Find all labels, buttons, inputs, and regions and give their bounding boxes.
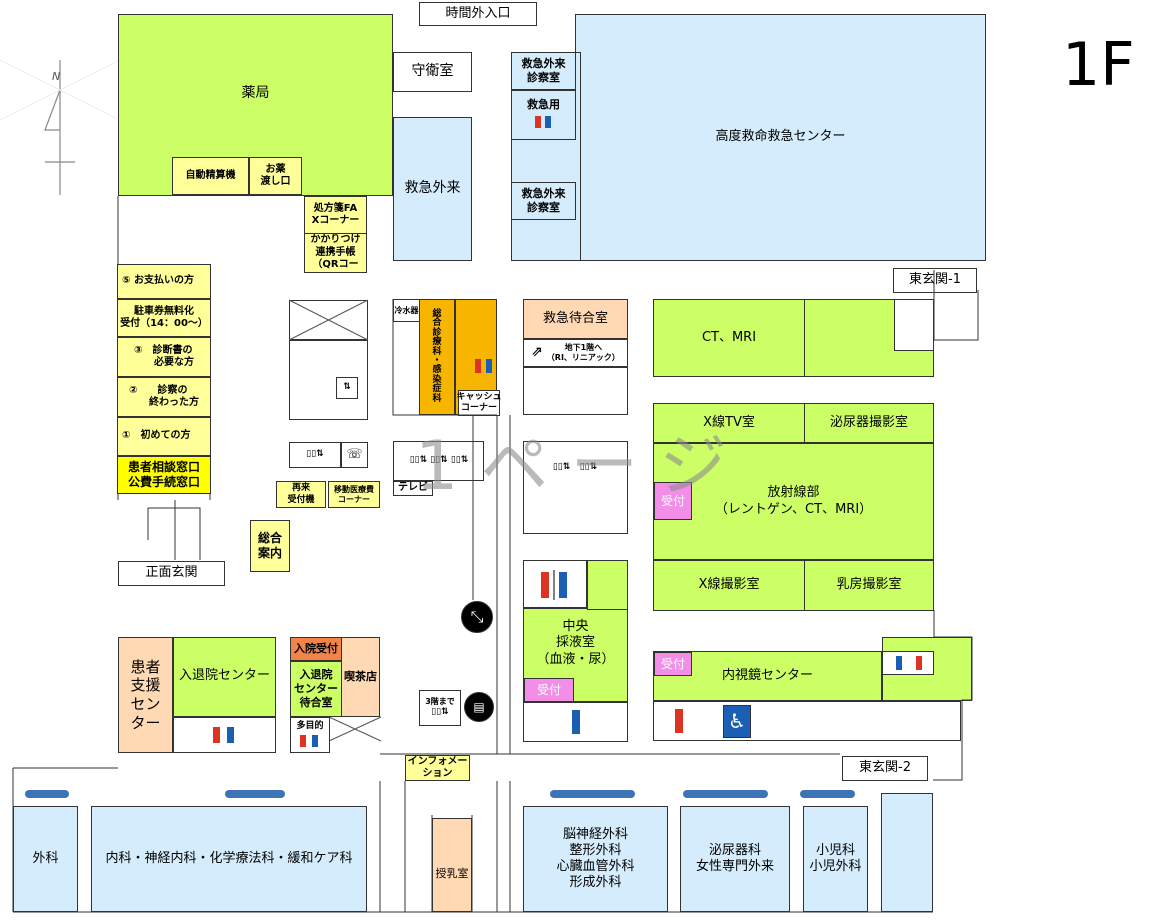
er-restroom[interactable]: 救急用	[511, 90, 576, 140]
after-hours-entrance[interactable]: 時間外入口	[419, 2, 537, 26]
counter-certificate[interactable]: ③ 診断書の 必要な方	[117, 337, 211, 377]
multipurpose-restroom[interactable]: 多目的	[290, 717, 330, 753]
restroom-icon	[571, 710, 580, 734]
cash-corner[interactable]: キャッシュ コーナー	[457, 390, 502, 416]
emergency-waiting[interactable]: 救急待合室	[523, 299, 628, 339]
general-info[interactable]: 総合 案内	[250, 520, 290, 572]
nursing-room[interactable]: 授乳室	[432, 818, 472, 912]
main-entrance[interactable]: 正面玄関	[118, 561, 225, 586]
restroom-icon	[675, 709, 683, 733]
urology-imaging[interactable]: 泌尿器撮影室	[804, 403, 934, 443]
restroom-female-block	[653, 701, 961, 741]
guard-room[interactable]: 守衛室	[393, 52, 472, 92]
waiting-bench	[683, 790, 768, 798]
admission-reception[interactable]: 入院受付	[290, 637, 342, 661]
elevator-to-3f[interactable]: 3階まで ▯▯⇅	[419, 690, 461, 726]
waiting-bench	[550, 790, 635, 798]
elevator-shaft-left	[289, 300, 368, 340]
compass-n-label: N	[52, 70, 61, 83]
er-restroom-label: 救急用	[527, 98, 560, 112]
elevator-bank-left[interactable]: ▯▯⇅	[289, 442, 341, 468]
admission-center[interactable]: 入退院センター	[173, 637, 276, 717]
elevator-block-right	[523, 441, 628, 534]
radiology-department[interactable]: 放射線部 （レントゲン、CT、MRI）	[653, 443, 934, 560]
waiting-bench	[225, 790, 285, 798]
cafe[interactable]: 喫茶店	[341, 637, 380, 717]
er-exam-room-2[interactable]: 救急外来 診察室	[511, 182, 576, 220]
urology-dept[interactable]: 泌尿器科 女性専門外来	[680, 806, 790, 912]
elevator-icon[interactable]: ▤	[464, 692, 494, 722]
xray-room[interactable]: X線撮影室	[653, 560, 805, 611]
information-desk[interactable]: インフォメーション	[405, 755, 470, 781]
blood-side	[587, 560, 628, 610]
infection-outpatient[interactable]: 総 合 診 療 科 ・ 感 染 症 科	[419, 299, 455, 415]
medicine-pickup[interactable]: お薬 渡し口	[249, 157, 302, 195]
waiting-bench	[25, 790, 69, 798]
emergency-outpatient[interactable]: 救急外来	[393, 117, 472, 261]
blood-reception[interactable]: 受付	[524, 678, 574, 702]
cashless-corner[interactable]: 移動医療費 コーナー	[328, 481, 380, 508]
counter-finished[interactable]: ② 診察の 終わった方	[117, 377, 211, 417]
east-entrance-1[interactable]: 東玄関-1	[893, 268, 977, 293]
endoscopy-reception[interactable]: 受付	[654, 652, 692, 676]
floor-label: 1F	[1062, 30, 1135, 100]
basement-stairs-label: 地下1階へ （RI、リニアック）	[546, 343, 620, 362]
counter-parking[interactable]: 駐車券無料化 受付（14：00〜）	[117, 299, 211, 337]
restroom-icon	[896, 656, 922, 670]
advanced-er-center[interactable]: 高度救命救急センター	[575, 14, 986, 261]
neurosurgery-dept[interactable]: 脳神経外科 整形外科 心臓血管外科 形成外科	[523, 806, 668, 912]
compass-icon	[0, 60, 120, 195]
tv-corner[interactable]: テレビ	[393, 481, 433, 496]
patient-support-center[interactable]: 患者 支援 セン ター	[118, 637, 173, 753]
elevator-icon[interactable]: ⇅	[336, 377, 358, 399]
wheelchair-icon: ♿	[723, 705, 751, 738]
xray-tv-room[interactable]: X線TV室	[653, 403, 805, 443]
elevator-icon[interactable]: ▯▯⇅ ▯▯⇅ ▯▯⇅	[400, 450, 478, 472]
stairs-icon: ⇗	[531, 344, 543, 361]
restroom-endoscopy	[882, 651, 934, 675]
mammography-room[interactable]: 乳房撮影室	[804, 560, 934, 611]
waiting-bench	[800, 790, 855, 798]
surgery-dept[interactable]: 外科	[13, 806, 78, 912]
counter-payment[interactable]: ⑤ お支払いの方	[117, 264, 211, 299]
admission-waiting[interactable]: 入退院 センター 待合室	[290, 661, 342, 717]
east-entrance-2[interactable]: 東玄関-2	[842, 756, 928, 781]
elevator-icon[interactable]: ▯▯⇅ ▯▯⇅	[530, 456, 620, 480]
kakaritsuke-corner[interactable]: かかりつけ 連携手帳 （QRコー	[304, 233, 367, 273]
telephone-icon[interactable]: ☏	[341, 442, 368, 468]
elevator-icon: ▯▯⇅	[431, 707, 449, 718]
pediatrics-dept[interactable]: 小児科 小児外科	[803, 806, 868, 912]
multipurpose-label: 多目的	[296, 721, 324, 732]
ct-mri[interactable]: CT、MRI	[653, 299, 805, 377]
consult-window[interactable]: 患者相談窓口 公費手続窓口	[117, 456, 211, 494]
restroom-icon	[300, 734, 318, 747]
revisit-reception[interactable]: 再来 受付機	[276, 481, 326, 508]
basement-stairs[interactable]: ⇗ 地下1階へ （RI、リニアック）	[523, 339, 628, 367]
ct-side-room	[894, 299, 934, 351]
restroom-male	[523, 702, 628, 742]
escalator-icon[interactable]: ⤡	[461, 601, 493, 633]
restroom-icon	[541, 570, 567, 600]
radiology-reception[interactable]: 受付	[654, 482, 692, 520]
auto-payment-machine[interactable]: 自動精算機	[172, 157, 249, 195]
restroom-admission	[173, 717, 276, 753]
east-side-room	[881, 793, 933, 912]
restroom-icon	[534, 115, 551, 128]
hall-block-center	[523, 367, 628, 415]
restroom-icon	[212, 727, 234, 743]
internal-medicine-dept[interactable]: 内科・神経内科・化学療法科・緩和ケア科	[91, 806, 367, 912]
er-exam-room-1[interactable]: 救急外来 診察室	[511, 52, 576, 90]
to-third-floor-label: 3階まで	[425, 697, 455, 707]
pharmacy-label: 薬局	[241, 85, 270, 101]
restroom-icon	[475, 359, 492, 373]
prescription-fax-corner[interactable]: 処方箋FA Xコーナー	[304, 196, 367, 234]
restroom-block	[523, 560, 587, 608]
water-station[interactable]: 冷水器	[393, 299, 420, 322]
counter-first[interactable]: ① 初めての方	[117, 417, 211, 456]
